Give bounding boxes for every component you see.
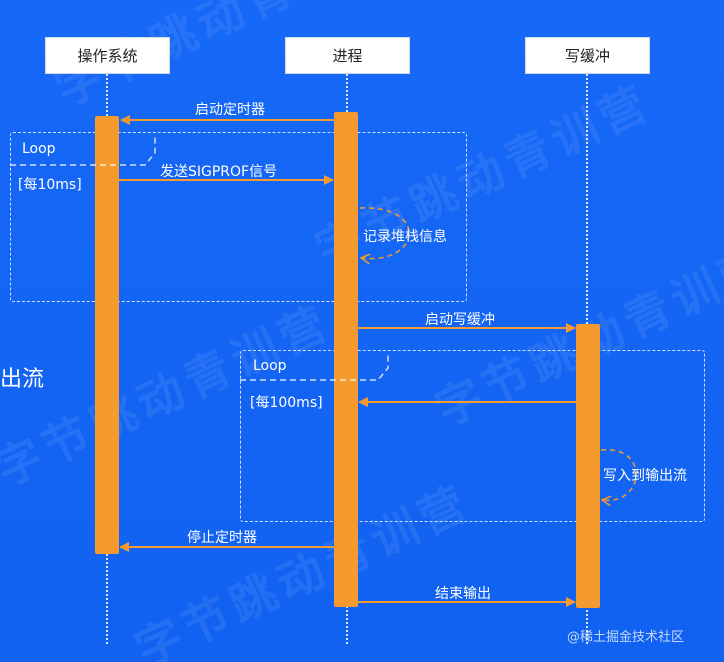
msg-end-output: 结束输出 (435, 586, 491, 602)
actor-write-buffer: 写缓冲 (525, 37, 650, 74)
msg-record-stack: 记录堆栈信息 (363, 229, 447, 245)
msg-start-timer: 启动定时器 (195, 102, 265, 118)
arrow-record-stack (360, 207, 410, 259)
msg-start-buffer: 启动写缓冲 (425, 312, 495, 328)
loop-condition-2: [每100ms] (250, 395, 323, 411)
msg-write-output: 写入到输出流 (603, 468, 687, 484)
actor-process: 进程 (285, 37, 410, 74)
actor-os: 操作系统 (45, 37, 170, 74)
loop-label-2: Loop (253, 358, 287, 374)
activation-os (95, 116, 119, 554)
loop-frame-2 (240, 350, 705, 522)
activation-process (334, 112, 358, 607)
msg-send-signal: 发送SIGPROF信号 (160, 164, 278, 180)
arrow-write-output (601, 449, 637, 501)
loop-tag-tab-1 (10, 135, 156, 166)
loop-frame-1 (10, 132, 467, 302)
activation-write-buffer (576, 324, 600, 608)
msg-stop-timer: 停止定时器 (187, 530, 257, 546)
footer-credit: @稀土掘金技术社区 (567, 630, 685, 645)
loop-label-1: Loop (22, 141, 56, 157)
side-text: 出流 (0, 367, 45, 392)
loop-condition-1: [每10ms] (18, 177, 82, 193)
loop-tag-tab-2 (240, 352, 389, 381)
